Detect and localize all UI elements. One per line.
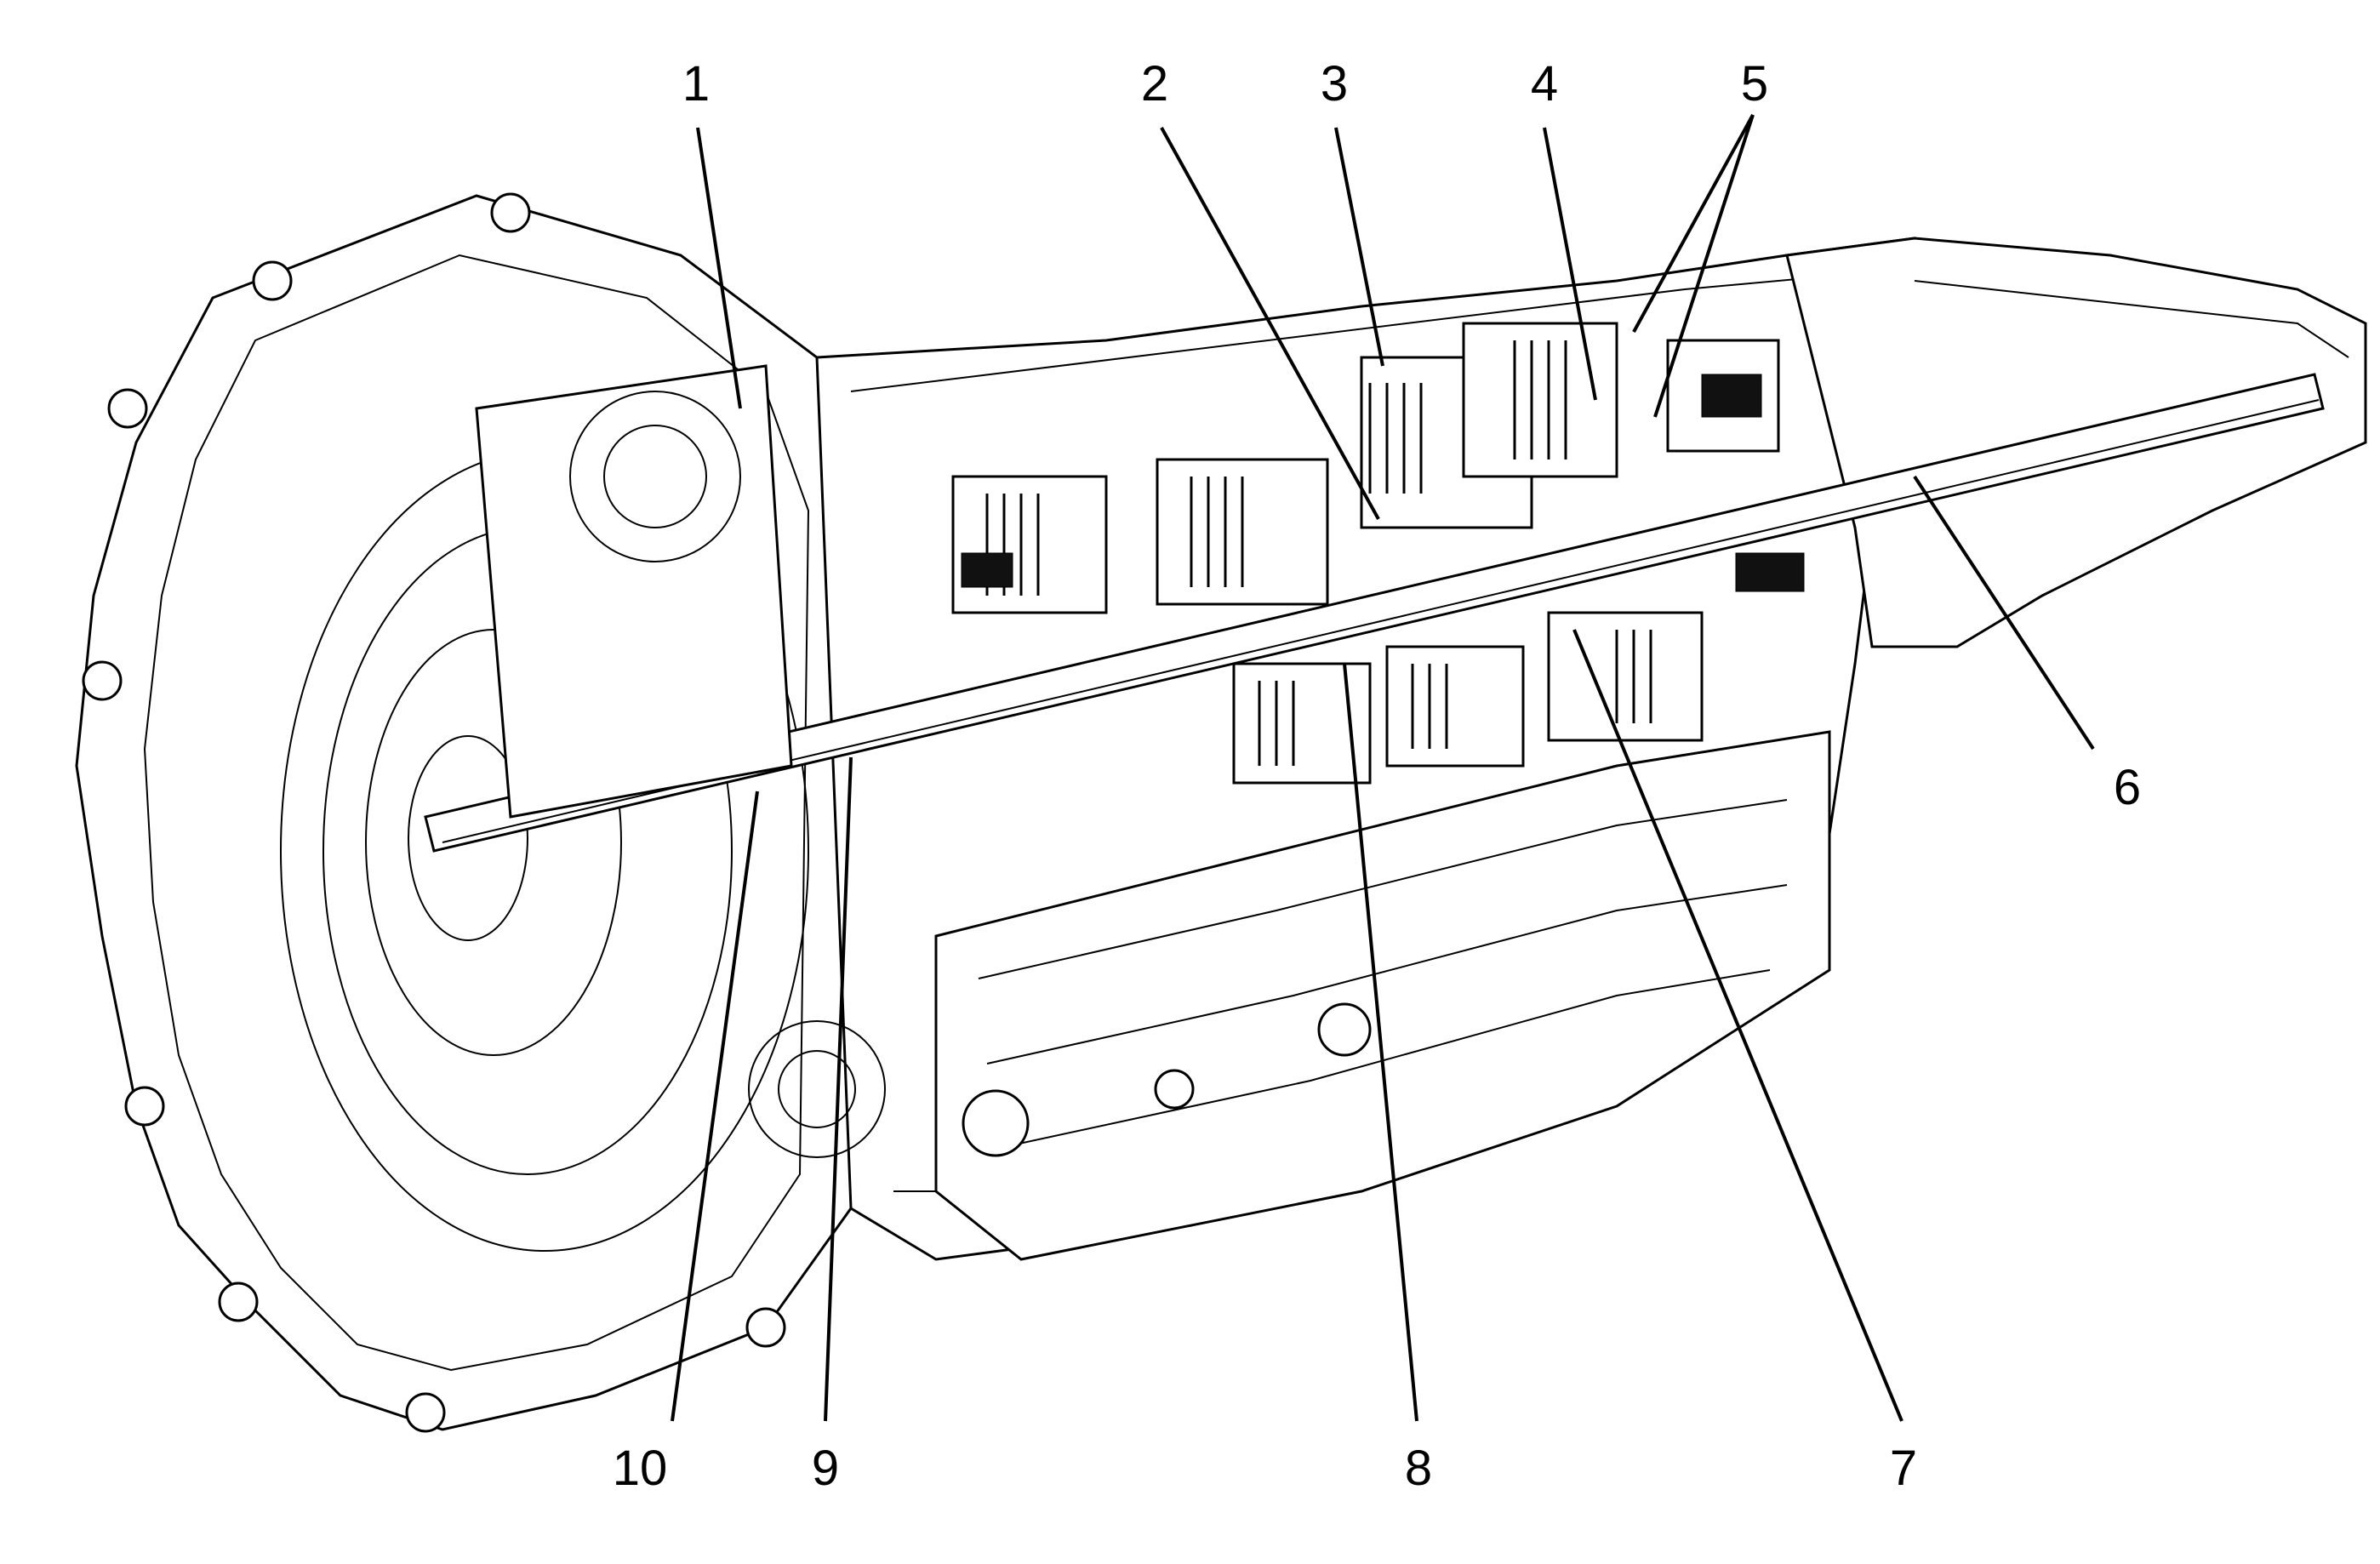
leader-line-8 [1343, 663, 1418, 1422]
callout-7: 7 [1890, 1441, 1917, 1496]
leader-line-10 [671, 791, 759, 1422]
clutch-packs [951, 322, 1805, 785]
callout-3: 3 [1321, 56, 1348, 111]
callout-4: 4 [1531, 56, 1558, 111]
callouts: 1 2 3 4 5 6 7 8 9 10 [613, 56, 2141, 1496]
leader-line-5b [1653, 114, 1755, 418]
leader-line-1 [696, 127, 742, 409]
callout-9: 9 [812, 1441, 839, 1496]
callout-5: 5 [1741, 56, 1768, 111]
leader-line-4 [1543, 127, 1597, 401]
oil-pump [475, 364, 886, 1158]
leader-lines [671, 114, 2095, 1422]
callout-6: 6 [2114, 760, 2141, 815]
callout-8: 8 [1405, 1441, 1432, 1496]
leader-line-2 [1160, 127, 1380, 520]
leader-line-5a [1632, 114, 1755, 333]
valve-body [934, 730, 1831, 1261]
leader-line-3 [1334, 127, 1384, 367]
leader-line-9 [824, 756, 853, 1422]
callout-10: 10 [613, 1441, 668, 1496]
callout-2: 2 [1141, 56, 1168, 111]
leader-line-7 [1572, 629, 1903, 1422]
callout-1: 1 [682, 56, 710, 111]
leader-line-6 [1913, 475, 2095, 751]
